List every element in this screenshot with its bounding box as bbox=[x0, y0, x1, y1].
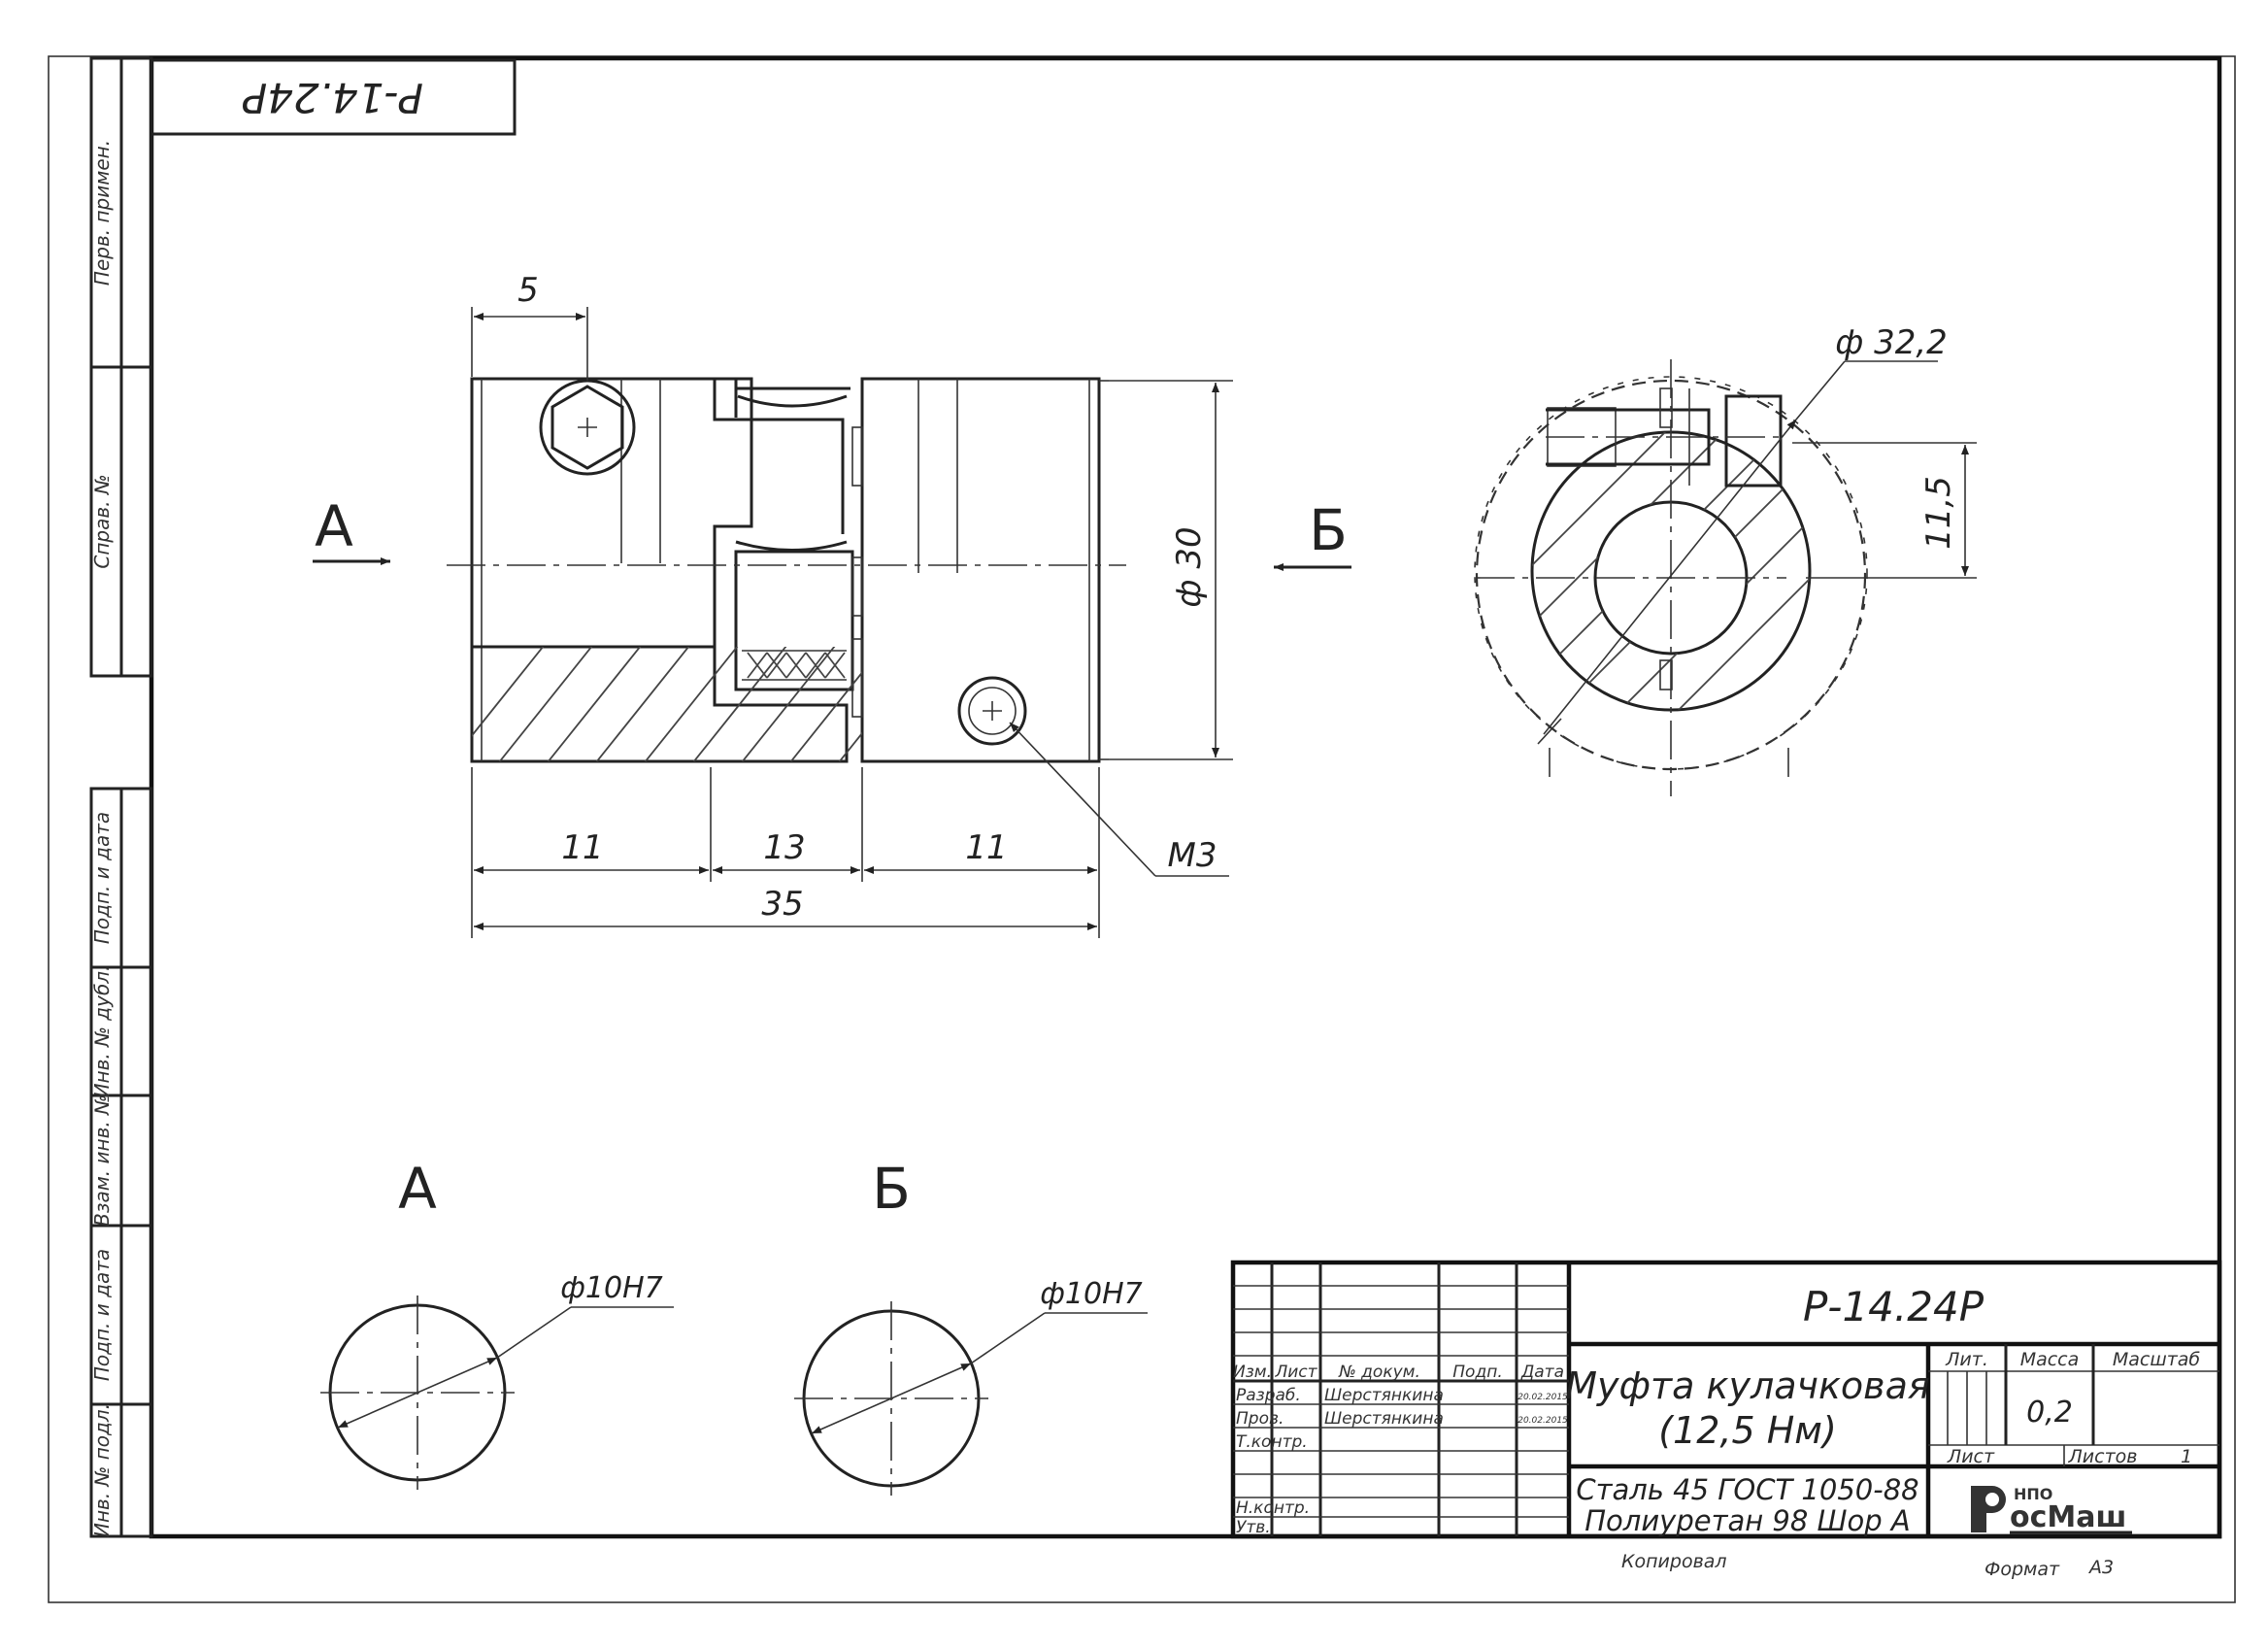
tb-lit-label: Лит. bbox=[1945, 1349, 1988, 1370]
strip-label-perv-primen: Перв. примен. bbox=[90, 140, 114, 286]
view-arrow-b: Б bbox=[1274, 497, 1351, 571]
tb-col-podp: Подп. bbox=[1452, 1363, 1502, 1382]
strip-label-podp-data-1: Подп. и дата bbox=[90, 812, 114, 944]
spider-crosshatch bbox=[747, 652, 846, 679]
dim-lengths: 11 13 11 35 bbox=[471, 767, 1100, 938]
left-strip-top: Перв. примен. Справ. № bbox=[89, 56, 153, 678]
strip-label-vzam-inv: Взам. инв. № bbox=[90, 1094, 114, 1227]
dim-len-left-text: 11 bbox=[561, 828, 603, 867]
view-b-bore-text: ф10Н7 bbox=[1040, 1277, 1142, 1311]
view-a-bore-text: ф10Н7 bbox=[560, 1271, 662, 1305]
dim-screw-offset-text: 5 bbox=[517, 271, 539, 310]
dim-outer-diameter-text: ф 30 bbox=[1170, 526, 1209, 607]
dim-section-height: 11,5 bbox=[1792, 442, 1977, 579]
tb-role-utv: Утв. bbox=[1236, 1518, 1271, 1537]
tb-developer: Шерстянкина bbox=[1324, 1386, 1444, 1405]
format-label: Формат bbox=[1984, 1559, 2060, 1580]
tb-role-razrab: Разраб. bbox=[1236, 1386, 1301, 1405]
dim-outer-diameter: ф 30 bbox=[1109, 380, 1233, 760]
view-a-title: А bbox=[398, 1156, 437, 1222]
mirrored-stamp-text: Р-14.24Р bbox=[242, 74, 423, 121]
tb-material-line1: Сталь 45 ГОСТ 1050-88 bbox=[1576, 1473, 1918, 1506]
strip-label-podp-data-2: Подп. и дата bbox=[90, 1249, 114, 1381]
tb-material-line2: Полиуретан 98 Шор А bbox=[1584, 1504, 1911, 1537]
tb-role-nkontr: Н.контр. bbox=[1236, 1498, 1310, 1518]
tb-name-line1: Муфта кулачковая bbox=[1565, 1364, 1929, 1407]
strip-label-inv-podl: Инв. № подл. bbox=[90, 1403, 114, 1537]
format-value: А3 bbox=[2087, 1557, 2114, 1578]
tb-name-line2: (12,5 Нм) bbox=[1658, 1409, 1837, 1452]
tb-col-doc: № докум. bbox=[1338, 1363, 1420, 1382]
dim-thread-leader: М3 bbox=[1009, 722, 1229, 877]
tb-role-tkontr: Т.контр. bbox=[1236, 1432, 1308, 1452]
coupling-side-view bbox=[447, 377, 1126, 763]
tb-scale-label: Масштаб bbox=[2113, 1349, 2201, 1370]
dim-len-right-text: 11 bbox=[965, 828, 1007, 867]
dim-section-diameter-text: ф 32,2 bbox=[1835, 323, 1948, 362]
tb-col-izm: Изм. bbox=[1233, 1363, 1272, 1382]
view-arrow-b-label: Б bbox=[1309, 497, 1348, 563]
tb-checker: Шерстянкина bbox=[1324, 1409, 1444, 1429]
mirrored-stamp: Р-14.24Р bbox=[150, 58, 517, 136]
view-b-title: Б bbox=[872, 1156, 911, 1222]
view-arrow-a: А bbox=[313, 493, 390, 565]
tb-date-1: 20.02.2015 bbox=[1518, 1393, 1568, 1402]
dim-len-mid-text: 13 bbox=[763, 828, 805, 867]
left-strip-bottom: Подп. и дата Инв. № дубл. Взам. инв. № П… bbox=[89, 787, 153, 1538]
strip-label-inv-dubl: Инв. № дубл. bbox=[90, 965, 114, 1098]
tb-sheet-label: Лист bbox=[1947, 1446, 1995, 1467]
tb-role-prov: Пров. bbox=[1236, 1409, 1284, 1429]
tb-date-2: 20.02.2015 bbox=[1518, 1416, 1568, 1426]
copied-label: Копировал bbox=[1621, 1551, 1727, 1572]
section-hatching-left bbox=[472, 647, 862, 761]
title-block: Изм. Лист № докум. Подп. Дата Разраб. Пр… bbox=[1230, 1260, 2222, 1539]
tb-sheets-value: 1 bbox=[2181, 1446, 2192, 1467]
tb-sheets-label: Листов bbox=[2068, 1446, 2138, 1467]
dim-len-total-text: 35 bbox=[761, 885, 803, 924]
tb-mass-value: 0,2 bbox=[2026, 1396, 2073, 1430]
view-a: А ф10Н7 bbox=[320, 1156, 674, 1490]
company-logo: НПО осМаш bbox=[1971, 1485, 2132, 1534]
tb-col-list: Лист bbox=[1274, 1363, 1317, 1382]
section-view bbox=[1474, 359, 1868, 796]
view-arrow-a-label: А bbox=[315, 493, 353, 559]
dim-section-height-text: 11,5 bbox=[1919, 476, 1958, 550]
tb-col-data: Дата bbox=[1520, 1363, 1564, 1382]
tb-mass-label: Масса bbox=[2020, 1349, 2080, 1370]
section-hatching-ring bbox=[1532, 432, 1810, 710]
logo-small-text: НПО bbox=[2014, 1485, 2052, 1503]
logo-main-text: осМаш bbox=[2010, 1500, 2126, 1534]
strip-label-sprav-no: Справ. № bbox=[90, 474, 114, 568]
dim-screw-offset: 5 bbox=[471, 271, 588, 381]
view-b: Б ф10Н7 bbox=[794, 1156, 1148, 1496]
dim-thread-text: М3 bbox=[1168, 836, 1217, 875]
tb-designation: Р-14.24Р bbox=[1803, 1283, 1984, 1330]
dim-section-diameter: ф 32,2 bbox=[1543, 323, 1948, 735]
